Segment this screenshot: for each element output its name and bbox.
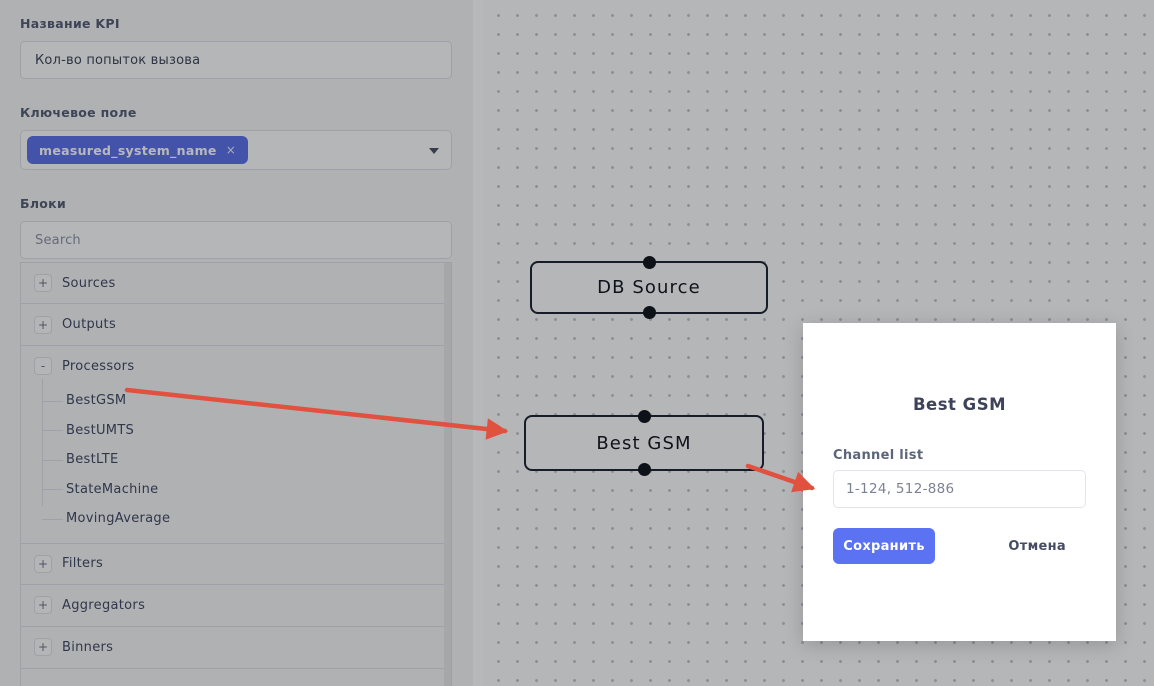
tree-section-label: Sources bbox=[62, 275, 116, 291]
expand-icon[interactable]: + bbox=[34, 274, 52, 292]
tree-item-movingaverage[interactable]: MovingAverage bbox=[21, 504, 451, 534]
key-field-label: Ключевое поле bbox=[20, 105, 137, 120]
tree-item-label: BestUMTS bbox=[66, 422, 135, 438]
key-field-tag-label: measured_system_name bbox=[39, 142, 217, 158]
expand-icon[interactable]: + bbox=[34, 554, 52, 573]
chevron-down-icon[interactable] bbox=[429, 148, 439, 154]
tree-scrollbar[interactable] bbox=[444, 263, 451, 686]
tree-section-binners[interactable]: + Binners bbox=[21, 627, 451, 669]
tree-section-label: Processors bbox=[62, 358, 135, 374]
tree-item-bestumts[interactable]: BestUMTS bbox=[21, 416, 451, 446]
tree-section-aggregators[interactable]: + Aggregators bbox=[21, 585, 451, 627]
tree-section-filters[interactable]: + Filters bbox=[21, 544, 451, 585]
key-field-tag[interactable]: measured_system_name × bbox=[27, 136, 249, 164]
tree-section-label: Binners bbox=[62, 639, 114, 655]
expand-icon[interactable]: + bbox=[34, 638, 52, 656]
node-output-port[interactable] bbox=[642, 306, 656, 319]
node-best-gsm[interactable]: Best GSM bbox=[524, 410, 764, 476]
blocks-tree: + Sources + Outputs - Processors BestGSM bbox=[20, 262, 452, 686]
expand-icon[interactable]: + bbox=[34, 315, 52, 334]
tree-section-outputs[interactable]: + Outputs bbox=[21, 304, 451, 346]
tree-connector-line bbox=[42, 379, 43, 506]
node-input-port[interactable] bbox=[637, 410, 651, 423]
save-button[interactable]: Сохранить bbox=[833, 528, 935, 564]
node-db-source[interactable]: DB Source bbox=[530, 256, 768, 319]
tree-section-processors-header[interactable]: - Processors bbox=[21, 346, 451, 386]
kpi-name-label: Название KPI bbox=[20, 16, 120, 31]
tree-item-statemachine[interactable]: StateMachine bbox=[21, 475, 451, 505]
modal-actions: Сохранить Отмена bbox=[833, 528, 1086, 564]
tree-section-label: Aggregators bbox=[62, 597, 146, 613]
tree-section-sources[interactable]: + Sources bbox=[21, 263, 451, 304]
channel-list-label: Channel list bbox=[833, 448, 924, 463]
modal-title: Best GSM bbox=[912, 395, 1007, 414]
kpi-name-input[interactable] bbox=[20, 41, 452, 79]
key-field-select[interactable]: measured_system_name × bbox=[20, 130, 452, 170]
tree-section-label: Outputs bbox=[62, 317, 117, 332]
sidebar: Название KPI Ключевое поле measured_syst… bbox=[0, 0, 473, 686]
tree-item-label: MovingAverage bbox=[66, 511, 171, 527]
tree-section-processors: - Processors BestGSM BestUMTS BestLTE bbox=[21, 346, 451, 544]
tree-children: BestGSM BestUMTS BestLTE StateMachine Mo… bbox=[21, 379, 451, 534]
channel-list-input[interactable] bbox=[833, 470, 1086, 508]
tag-remove-icon[interactable]: × bbox=[225, 143, 237, 157]
tree-item-bestgsm[interactable]: BestGSM bbox=[21, 386, 451, 416]
tree-section-label: Filters bbox=[62, 556, 104, 571]
tree-item-label: BestGSM bbox=[66, 393, 127, 409]
panel-divider bbox=[473, 0, 483, 686]
tree-item-bestlte[interactable]: BestLTE bbox=[21, 445, 451, 475]
expand-icon[interactable]: + bbox=[34, 596, 52, 614]
tree-item-label: StateMachine bbox=[66, 481, 159, 497]
best-gsm-modal: Best GSM Channel list Сохранить Отмена bbox=[803, 323, 1116, 641]
node-label: DB Source bbox=[597, 277, 701, 298]
node-output-port[interactable] bbox=[637, 463, 651, 476]
blocks-label: Блоки bbox=[20, 196, 67, 211]
blocks-search-input[interactable] bbox=[20, 221, 452, 259]
node-label: Best GSM bbox=[596, 432, 692, 454]
tree-item-label: BestLTE bbox=[66, 452, 119, 468]
cancel-button[interactable]: Отмена bbox=[988, 539, 1086, 554]
collapse-icon[interactable]: - bbox=[34, 357, 52, 375]
node-input-port[interactable] bbox=[642, 256, 656, 269]
